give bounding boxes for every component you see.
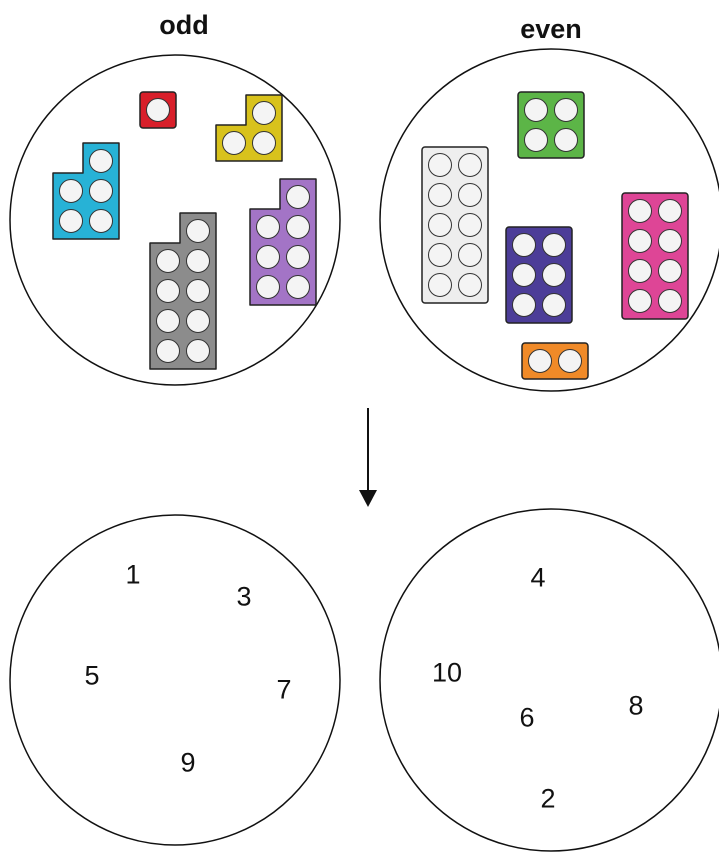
numicon-5-block [52,142,120,240]
even-number-2: 2 [540,783,556,814]
numicon-9-block [149,212,217,370]
block-hole [89,149,113,173]
block-hole [628,199,652,223]
odd-number-1: 1 [125,559,141,590]
block-hole [458,183,482,207]
block-hole [186,249,210,273]
block-hole [256,245,280,269]
block-hole [542,263,566,287]
block-hole [458,243,482,267]
block-hole [256,215,280,239]
odd-number-9: 9 [180,747,196,778]
odd-number-3: 3 [236,581,252,612]
block-hole [458,213,482,237]
block-hole [658,259,682,283]
block-hole [554,128,578,152]
block-hole [458,273,482,297]
block-hole [558,349,582,373]
block-hole [628,229,652,253]
numicon-blocks [52,91,689,380]
even-number-6: 6 [519,702,535,733]
numicon-2-block [521,342,589,380]
block-hole [156,249,180,273]
block-hole [512,263,536,287]
block-hole [286,185,310,209]
block-hole [59,209,83,233]
numicon-10-block [421,146,489,304]
block-hole [428,213,452,237]
block-hole [186,339,210,363]
numicon-1-block [139,91,177,129]
even-number-4: 4 [530,562,546,593]
block-hole [658,289,682,313]
block-hole [286,215,310,239]
even-number-8: 8 [628,690,644,721]
block-hole [428,183,452,207]
odd-number-5: 5 [84,660,100,691]
block-hole [658,229,682,253]
block-hole [286,275,310,299]
block-hole [428,153,452,177]
block-hole [256,275,280,299]
block-hole [252,131,276,155]
even-number-10: 10 [431,657,463,688]
block-hole [186,219,210,243]
odd-number-7: 7 [276,674,292,705]
even-numbers-circle [379,508,719,852]
block-hole [89,179,113,203]
numicon-8-block [621,192,689,320]
block-hole [554,98,578,122]
block-hole [428,243,452,267]
block-hole [59,179,83,203]
block-hole [524,128,548,152]
odd-numbers-circle [9,514,341,846]
block-hole [658,199,682,223]
block-hole [156,279,180,303]
even-heading: even [520,14,582,44]
block-hole [156,339,180,363]
block-hole [222,131,246,155]
block-hole [186,279,210,303]
block-hole [156,309,180,333]
block-hole [428,273,452,297]
block-hole [286,245,310,269]
odd-heading: odd [159,10,209,40]
block-hole [512,233,536,257]
numicon-6-block [505,226,573,324]
numicon-3-block [215,94,283,162]
block-hole [628,259,652,283]
block-hole [252,101,276,125]
block-hole [458,153,482,177]
block-hole [528,349,552,373]
block-hole [89,209,113,233]
block-hole [524,98,548,122]
block-hole [146,98,170,122]
block-hole [628,289,652,313]
numicon-4-block [517,91,585,159]
block-hole [542,293,566,317]
block-hole [186,309,210,333]
block-hole [512,293,536,317]
block-hole [542,233,566,257]
numicon-7-block [249,178,317,306]
down-arrow [359,408,377,507]
